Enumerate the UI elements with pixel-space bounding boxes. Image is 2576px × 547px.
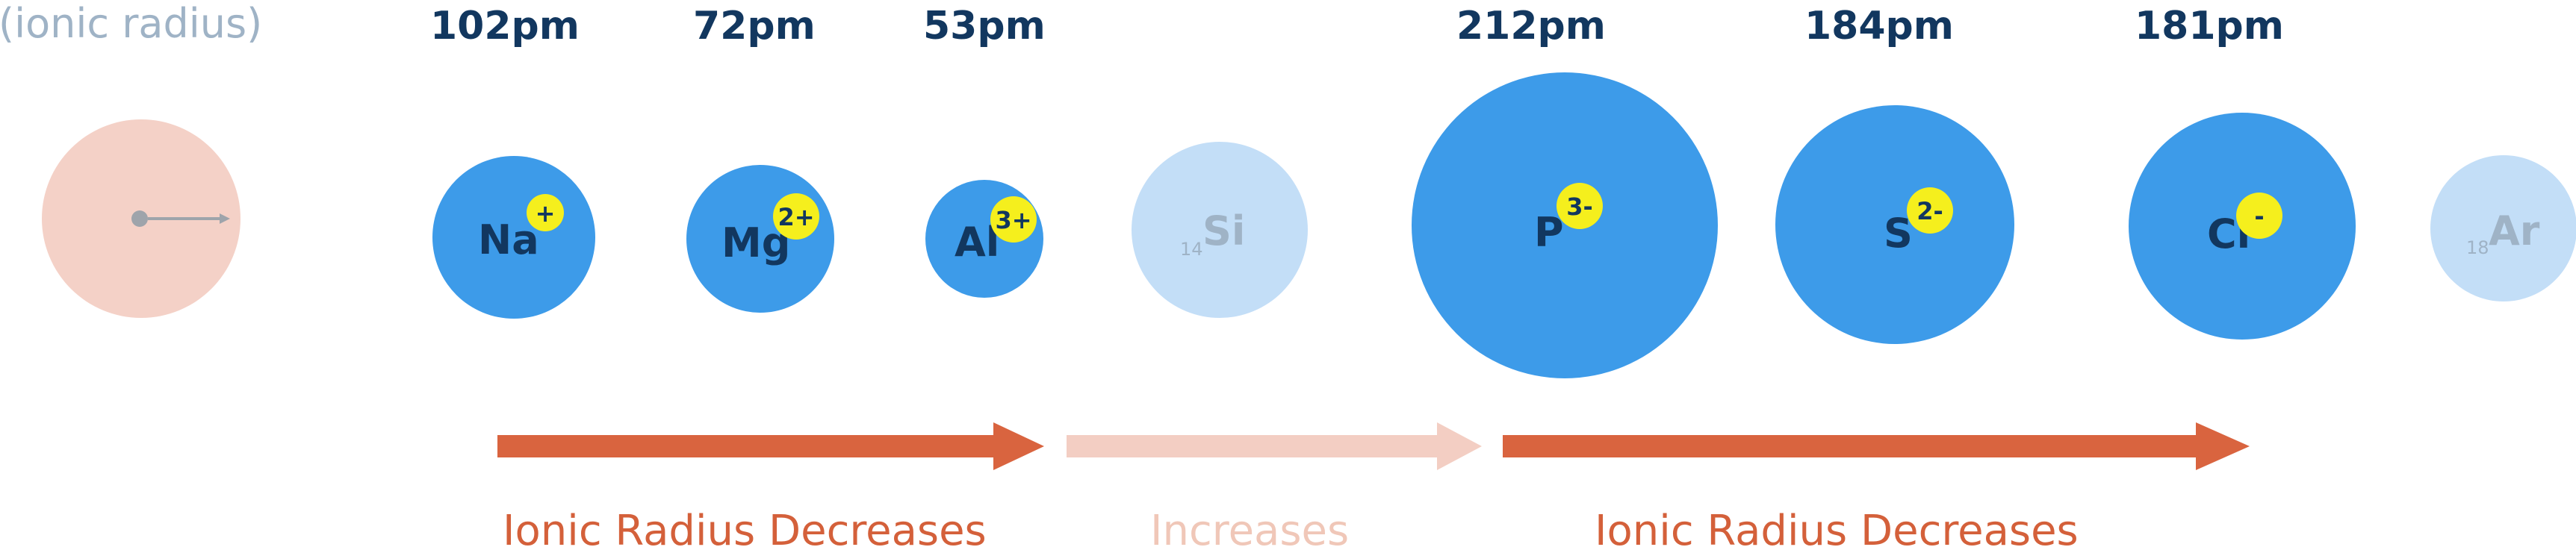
atom-si: 14 Si (1132, 142, 1308, 318)
ion-mg: Mg 2+ (686, 165, 834, 313)
element-symbol-s: S (1884, 210, 1913, 257)
ion-circle-s (1775, 105, 2014, 344)
trend-arrow-1-head (993, 422, 1044, 470)
ion-s: S 2- (1775, 105, 2014, 344)
ion-circle-p (1412, 72, 1718, 378)
element-symbol-p: P (1534, 209, 1564, 256)
trend-label-2: Increases (1150, 507, 1349, 547)
atom-ar: 18 Ar (2430, 155, 2576, 301)
legend-center-dot (131, 210, 148, 227)
charge-bubble-cl (2236, 193, 2282, 239)
radius-label-s: 184pm (1804, 4, 1954, 49)
radius-label-al: 53pm (923, 4, 1046, 49)
radius-labels: 102pm 72pm 53pm 212pm 184pm 181pm (430, 4, 2284, 49)
radius-label-mg: 72pm (693, 4, 816, 49)
trend-arrow-2 (1067, 422, 1482, 470)
charge-label-al: 3+ (995, 206, 1031, 234)
element-symbol-ar: Ar (2489, 207, 2540, 254)
trend-arrow-2-head (1437, 422, 1482, 470)
charge-label-na: + (536, 199, 556, 228)
atom-circle-ar (2430, 155, 2576, 301)
ion-cl: Cl - (2129, 113, 2356, 340)
charge-label-p: 3- (1566, 193, 1593, 221)
atomic-number-si: 14 (1180, 239, 1203, 260)
element-symbol-na: Na (478, 216, 539, 263)
charge-bubble-p (1557, 183, 1603, 229)
charge-label-mg: 2+ (778, 203, 814, 231)
charge-label-s: 2- (1917, 197, 1943, 225)
radius-label-p: 212pm (1456, 4, 1606, 49)
trend-label-1: Ionic Radius Decreases (503, 507, 987, 547)
legend: (ionic radius) (0, 0, 262, 318)
legend-label: (ionic radius) (0, 0, 262, 47)
trend-arrow-2-shaft (1067, 435, 1440, 457)
ion-al: Al 3+ (925, 180, 1043, 298)
trend-arrow-1 (497, 422, 1044, 470)
charge-bubble-na (527, 194, 564, 231)
legend-radius-arrowhead (220, 213, 230, 224)
atomic-number-ar: 18 (2466, 237, 2489, 258)
trend-labels: Ionic Radius Decreases Increases Ionic R… (503, 507, 2079, 547)
radius-label-na: 102pm (430, 4, 580, 49)
charge-bubble-al (990, 196, 1037, 243)
atom-circle-si (1132, 142, 1308, 318)
trend-arrow-1-shaft (497, 435, 996, 457)
trend-arrow-3-head (2196, 422, 2250, 470)
trend-arrows (497, 422, 2250, 470)
trend-arrow-3-shaft (1503, 435, 2199, 457)
radius-label-cl: 181pm (2135, 4, 2284, 49)
trend-arrow-3 (1503, 422, 2250, 470)
ion-p: P 3- (1412, 72, 1718, 378)
ion-na: Na + (432, 156, 595, 319)
element-symbol-si: Si (1202, 207, 1245, 254)
charge-label-cl: - (2254, 202, 2264, 231)
charge-bubble-s (1907, 187, 1953, 234)
charge-bubble-mg (773, 193, 819, 240)
trend-label-3: Ionic Radius Decreases (1595, 507, 2079, 547)
